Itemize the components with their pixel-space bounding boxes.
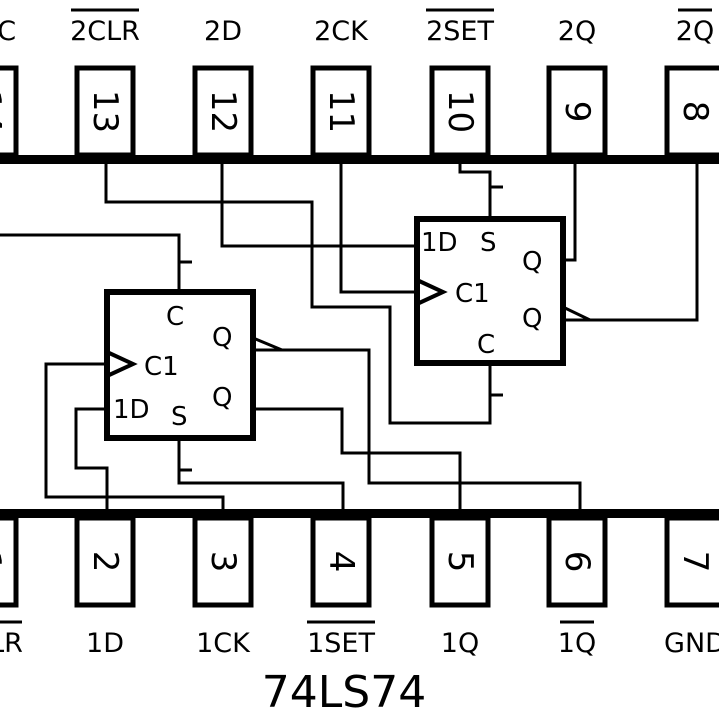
wire-2clr — [104, 164, 492, 425]
wire-2set — [458, 164, 492, 187]
pin-label: VCC — [0, 16, 16, 47]
wire-1d — [74, 407, 109, 510]
pin-body[interactable] — [546, 65, 608, 158]
pin-body[interactable] — [429, 65, 491, 158]
pin-number: 2 — [85, 551, 125, 573]
pin-label: 1Q — [441, 628, 479, 659]
pin-body[interactable] — [192, 65, 254, 158]
wire-2q — [565, 164, 577, 262]
wire-2ck — [339, 164, 415, 294]
pin-1[interactable]: 1 1CLR — [0, 515, 23, 659]
pin-number: 9 — [557, 101, 597, 123]
pin-5[interactable]: 5 1Q — [429, 515, 491, 659]
wires — [0, 164, 699, 510]
ff2-q-label: Q — [522, 247, 542, 277]
clock-triangle-icon — [106, 350, 138, 378]
ff2-d-label: 1D — [421, 228, 458, 258]
set-inversion-marker — [177, 440, 192, 472]
ff2-s-label: S — [480, 228, 497, 258]
pin-8[interactable]: 8 2Q — [664, 8, 719, 158]
clear-inversion-marker — [488, 365, 503, 397]
ff1-qbar-label: Q — [212, 383, 232, 413]
wire-1set — [177, 470, 345, 510]
pin-4[interactable]: 4 1SET — [307, 515, 375, 659]
pin-label: 2Q — [558, 16, 596, 47]
pin-label: 2Q — [676, 16, 714, 47]
qbar-inversion-marker — [564, 306, 591, 322]
pin-10[interactable]: 10 2SET — [426, 8, 494, 158]
pin-body[interactable] — [74, 515, 136, 608]
pin-number: 1 — [0, 551, 8, 573]
ff2-qbar-label: Q — [522, 304, 542, 334]
ff1-s-label: S — [171, 402, 188, 432]
pin-12[interactable]: 12 2D — [192, 16, 254, 158]
pin-number: 8 — [675, 101, 715, 123]
pin-number: 5 — [440, 551, 480, 573]
ff1-d-label: 1D — [113, 395, 150, 425]
set-inversion-marker — [488, 185, 503, 217]
pin-11[interactable]: 11 2CK — [310, 16, 372, 158]
pin-body[interactable] — [0, 65, 19, 158]
pin-body[interactable] — [546, 515, 608, 608]
qbar-inversion-marker — [252, 336, 283, 352]
pin-label: 2CLR — [70, 16, 140, 47]
wire-1q — [253, 407, 462, 510]
wire-1ck — [44, 362, 225, 510]
pin-number: 7 — [675, 551, 715, 573]
pin-label: 1D — [86, 628, 124, 659]
pin-label: 1SET — [307, 628, 375, 659]
pin-label: 1Q — [558, 628, 596, 659]
pin-body[interactable] — [310, 65, 372, 158]
ff2-c1-label: C1 — [455, 279, 490, 309]
bottom-bus-bar — [0, 509, 719, 518]
chip-title: 74LS74 — [262, 667, 426, 718]
pin-label: 2SET — [426, 16, 494, 47]
pin-label: 1CK — [196, 628, 251, 659]
pin-6[interactable]: 6 1Q — [546, 515, 608, 659]
flipflop-1: C Q C1 Q 1D S — [104, 260, 283, 472]
wire-1qbar — [282, 348, 582, 510]
pin-label: 1CLR — [0, 628, 23, 659]
pin-label: 2D — [204, 16, 242, 47]
pin-number: 13 — [85, 90, 125, 133]
ff1-c1-label: C1 — [144, 352, 179, 382]
wire-2qbar — [590, 164, 699, 322]
pin-label: 2CK — [314, 16, 369, 47]
wire-2d — [220, 164, 415, 248]
pin-body[interactable] — [74, 65, 136, 158]
pin-number: 3 — [203, 551, 243, 573]
pin-body[interactable] — [664, 515, 719, 608]
ff1-c-label: C — [166, 302, 184, 332]
pin-2[interactable]: 2 1D — [74, 515, 136, 659]
pin-number: 6 — [557, 551, 597, 573]
wire-vcc-clear1 — [0, 233, 181, 262]
ff1-q-label: Q — [212, 323, 232, 353]
pins: 14 VCC 13 2CLR 12 2D 11 2CK 10 2SET 9 2Q 8 2Q 1 1CLR 2 1D… — [0, 8, 719, 659]
pin-label: GND — [664, 628, 719, 659]
pin-body[interactable] — [0, 515, 19, 608]
pin-number: 12 — [203, 90, 243, 133]
pin-9[interactable]: 9 2Q — [546, 16, 608, 158]
top-bus-bar — [0, 155, 719, 164]
clock-triangle-icon — [416, 278, 448, 306]
ff2-c-label: C — [477, 330, 495, 360]
pin-3[interactable]: 3 1CK — [192, 515, 254, 659]
pin-number: 4 — [321, 551, 361, 573]
pin-13[interactable]: 13 2CLR — [70, 8, 140, 158]
flipflop-2: 1D S Q C1 Q C — [414, 185, 591, 397]
pin-14[interactable]: 14 VCC — [0, 16, 19, 158]
pin-number: 11 — [321, 90, 361, 133]
clear-inversion-marker — [177, 260, 192, 290]
pin-number: 14 — [0, 90, 8, 133]
pin-number: 10 — [440, 90, 480, 133]
